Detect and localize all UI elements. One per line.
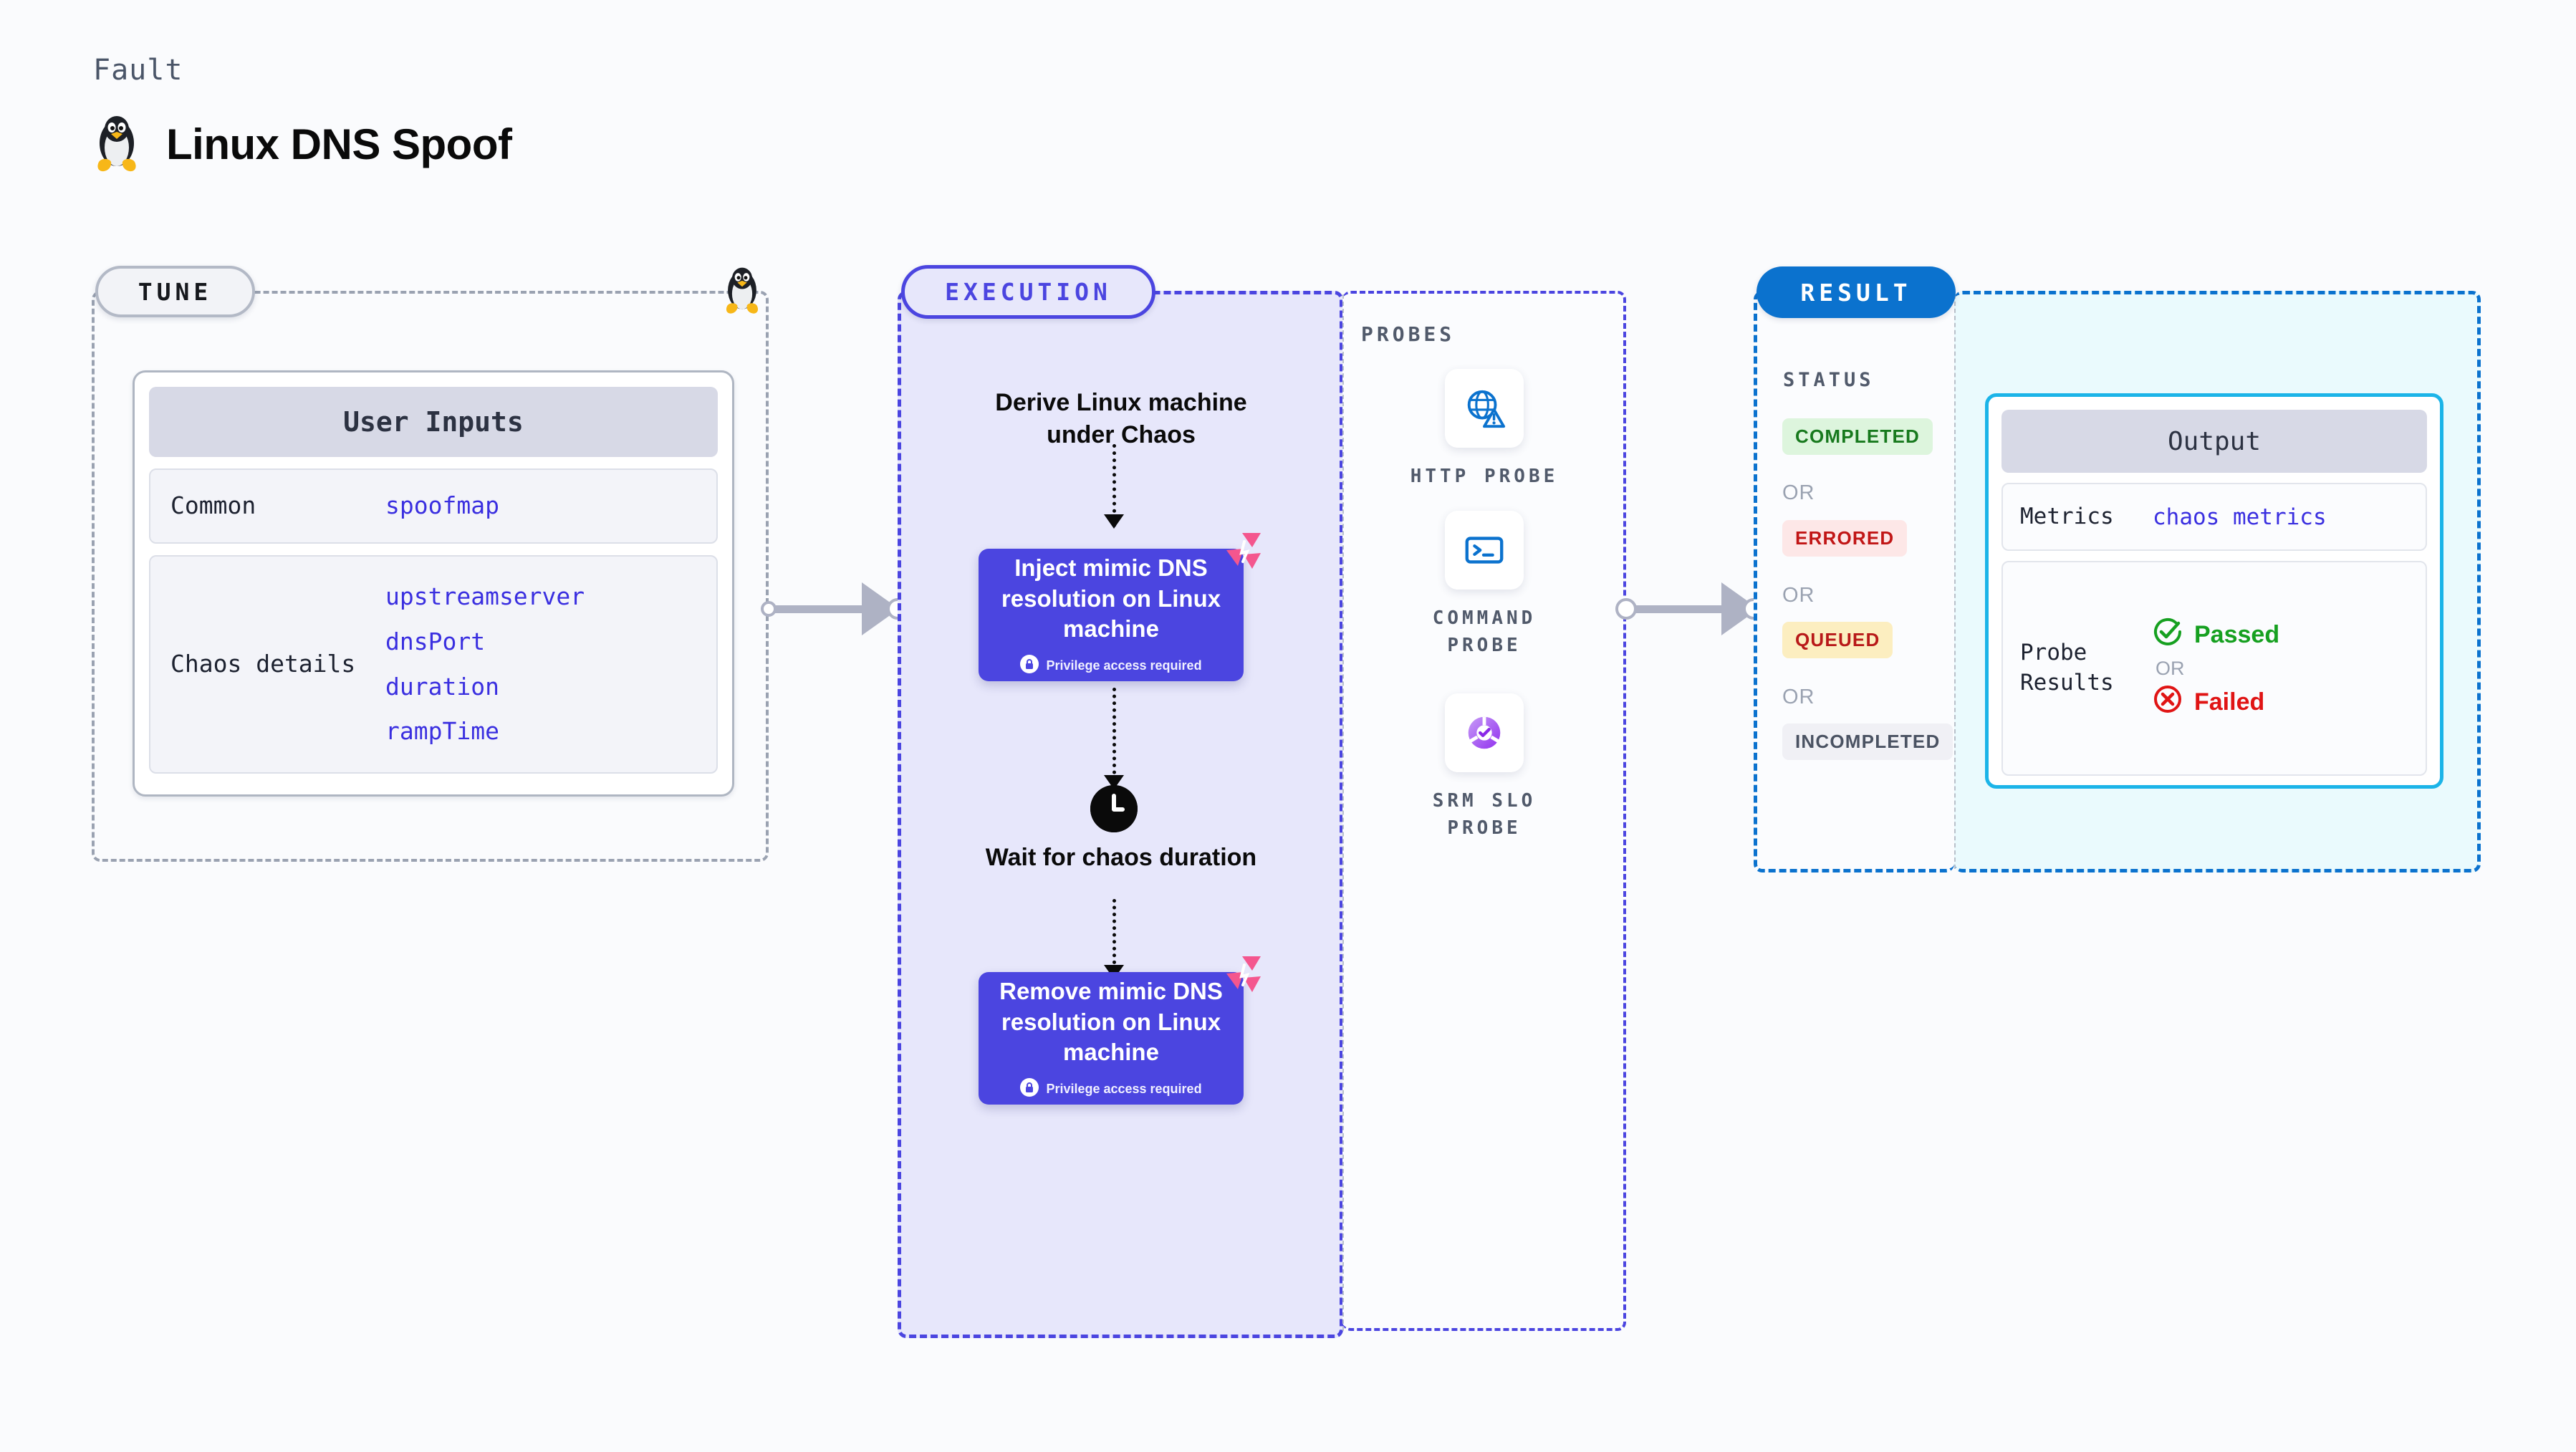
connector-node-probes-out	[1615, 598, 1637, 620]
status-badge-completed: COMPLETED	[1782, 418, 1933, 455]
output-card-title: Output	[2001, 410, 2427, 473]
tune-row-common: Common spoofmap	[149, 468, 718, 544]
lock-icon	[1020, 1078, 1039, 1100]
execution-probes-divider	[1342, 294, 1344, 1331]
output-probe-results-key: Probe Results	[2020, 640, 2114, 696]
fault-kicker-label: Fault	[93, 54, 183, 87]
clock-icon	[1090, 785, 1138, 832]
execution-pill[interactable]: EXECUTION	[901, 265, 1155, 319]
wait-step-caption: Wait for chaos duration	[985, 844, 1257, 871]
tune-linux-penguin-icon	[722, 266, 762, 319]
probe-http[interactable]: HTTP PROBE	[1398, 369, 1570, 491]
result-pill[interactable]: RESULT	[1756, 266, 1956, 318]
result-panel	[1754, 291, 1954, 872]
chaos-logo-icon	[1221, 952, 1265, 996]
fault-title-row: Linux DNS Spoof	[93, 115, 512, 173]
tune-row-chaos-key: Chaos details	[170, 650, 356, 678]
output-row-metrics: Metrics chaos metrics	[2001, 483, 2427, 551]
connector-node-tune-out	[761, 601, 777, 617]
check-circle-icon	[2153, 617, 2183, 653]
status-badge-errored: ERRORED	[1782, 520, 1908, 557]
linux-penguin-icon	[93, 115, 140, 173]
probe-result-failed: Failed	[2153, 684, 2279, 721]
result-output-divider	[1954, 294, 1956, 869]
execution-step-inject-title: Inject mimic DNS resolution on Linux mac…	[1001, 554, 1221, 643]
flow-arrow-3	[1104, 899, 1124, 979]
execution-step-remove[interactable]: Remove mimic DNS resolution on Linux mac…	[979, 956, 1261, 1105]
execution-step-remove-title: Remove mimic DNS resolution on Linux mac…	[999, 977, 1223, 1066]
status-or-2: OR	[1782, 584, 1815, 607]
probe-http-label: HTTP PROBE	[1410, 466, 1559, 487]
probe-srm-slo[interactable]: SRM SLO PROBE	[1398, 693, 1570, 842]
output-card: Output Metrics chaos metrics Probe Resul…	[1985, 393, 2443, 789]
terminal-icon	[1445, 511, 1524, 590]
execution-step-remove-note: Privilege access required	[1020, 1078, 1202, 1100]
output-row-probe-results: Probe Results Passed OR	[2001, 561, 2427, 776]
tune-pill[interactable]: TUNE	[95, 266, 255, 317]
status-or-1: OR	[1782, 481, 1815, 504]
execution-step-inject-note: Privilege access required	[1020, 655, 1202, 677]
globe-warning-icon	[1445, 369, 1524, 448]
flow-arrow-1	[1104, 444, 1124, 529]
flow-arrow-2	[1104, 688, 1124, 789]
user-inputs-title: User Inputs	[149, 387, 718, 457]
output-metrics-key: Metrics	[2020, 503, 2114, 529]
probe-result-passed-label: Passed	[2194, 620, 2280, 648]
execution-step-remove-note-text: Privilege access required	[1046, 1082, 1202, 1097]
x-circle-icon	[2153, 684, 2183, 721]
tune-param-ramptime[interactable]: rampTime	[385, 717, 499, 746]
user-inputs-card: User Inputs Common spoofmap Chaos detail…	[133, 370, 734, 797]
tune-row-chaos-details: Chaos details upstreamserver dnsPort dur…	[149, 555, 718, 774]
slo-donut-check-icon	[1445, 693, 1524, 772]
status-badge-queued: QUEUED	[1782, 622, 1893, 658]
tune-row-common-key: Common	[170, 491, 256, 520]
probe-result-failed-label: Failed	[2194, 688, 2265, 716]
output-metrics-value[interactable]: chaos metrics	[2153, 504, 2327, 530]
status-or-3: OR	[1782, 686, 1815, 708]
lock-icon	[1020, 655, 1039, 677]
execution-step-inject-note-text: Privilege access required	[1046, 658, 1202, 673]
execution-step-inject[interactable]: Inject mimic DNS resolution on Linux mac…	[979, 533, 1261, 681]
tune-panel	[92, 291, 769, 862]
probe-command[interactable]: COMMAND PROBE	[1398, 511, 1570, 659]
derive-step-caption: Derive Linux machine under Chaos	[995, 389, 1247, 449]
probe-result-passed: Passed	[2153, 617, 2279, 653]
chaos-logo-icon	[1221, 529, 1265, 573]
probe-command-label: COMMAND PROBE	[1432, 607, 1537, 656]
tune-param-dnsport[interactable]: dnsPort	[385, 627, 486, 655]
status-section-label: STATUS	[1783, 369, 1875, 391]
probe-srm-slo-label: SRM SLO PROBE	[1432, 790, 1537, 839]
tune-param-spoofmap[interactable]: spoofmap	[385, 491, 499, 520]
status-badge-incompleted: INCOMPLETED	[1782, 723, 1953, 760]
probes-section-label: PROBES	[1361, 322, 1456, 346]
probes-panel	[1342, 291, 1626, 1331]
tune-param-duration[interactable]: duration	[385, 672, 499, 701]
tune-param-upstreamserver[interactable]: upstreamserver	[385, 582, 585, 611]
probe-result-or: OR	[2156, 657, 2185, 679]
page-title: Linux DNS Spoof	[166, 120, 512, 168]
connector-probes-to-result	[1623, 582, 1759, 635]
connector-tune-to-execution	[770, 582, 899, 635]
